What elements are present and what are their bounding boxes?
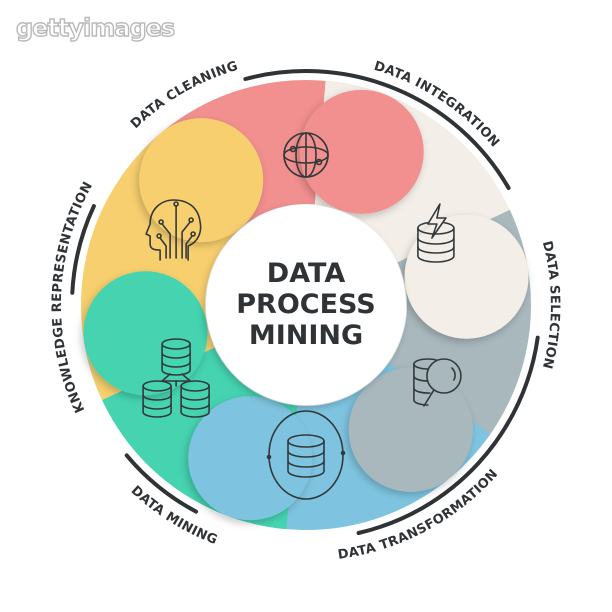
segment-4-head bbox=[188, 396, 313, 521]
outer-rim-arc bbox=[356, 335, 540, 535]
outer-rim-arc bbox=[70, 204, 96, 295]
segment-label: DATA SELECTION bbox=[539, 240, 562, 371]
segment-2-head bbox=[404, 214, 529, 339]
watermark-logo: gettyimages bbox=[16, 14, 175, 42]
center-title-line-3: MINING bbox=[249, 320, 363, 351]
segment-label-text: DATA SELECTION bbox=[539, 240, 562, 371]
center-title-line-1: DATA bbox=[267, 258, 346, 289]
center-circle bbox=[206, 205, 406, 405]
database-cycle-icon bbox=[266, 410, 346, 500]
outer-rim-arc bbox=[124, 453, 199, 514]
segment-1-head bbox=[299, 89, 424, 214]
segment-6-head bbox=[139, 118, 264, 243]
segment-3-head bbox=[348, 367, 473, 492]
segment-5-head bbox=[83, 271, 208, 396]
ai-head-icon bbox=[145, 199, 202, 261]
center-title-line-2: PROCESS bbox=[236, 289, 375, 320]
database-lightning-icon bbox=[417, 203, 455, 263]
outer-rim-arc bbox=[243, 69, 511, 190]
database-search-icon bbox=[413, 358, 462, 407]
globe-icon bbox=[283, 132, 329, 178]
database-network-icon bbox=[142, 338, 210, 418]
